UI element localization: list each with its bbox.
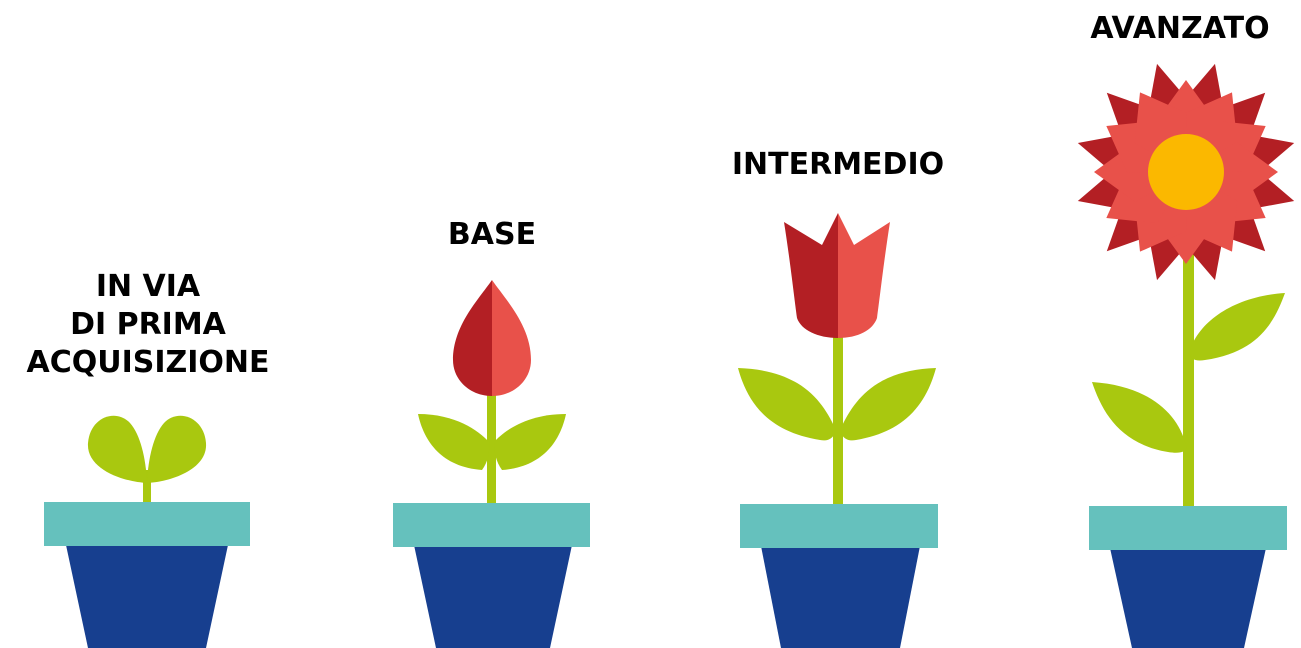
leaf-upper-right [1189, 293, 1285, 361]
leaf-left [418, 414, 490, 470]
pot-rim [740, 504, 938, 548]
label-line: AVANZATO [1090, 11, 1270, 46]
stem [143, 470, 151, 510]
stem [1183, 240, 1194, 508]
leaf-right [147, 415, 207, 483]
leaf-right [840, 368, 936, 441]
plant-stage-2 [393, 280, 590, 648]
pot-body [414, 545, 572, 648]
leaf-left [738, 368, 836, 441]
pot-rim [393, 503, 590, 547]
plant-stage-4 [1077, 63, 1295, 648]
pot-body [1110, 548, 1266, 648]
label-line: DI PRIMA [70, 307, 226, 342]
flower-center [1148, 134, 1224, 210]
pot-body [66, 545, 228, 648]
bud-petal-left [453, 280, 492, 396]
stem [833, 330, 843, 508]
pot-rim [44, 502, 250, 546]
label-line: ACQUISIZIONE [26, 345, 270, 380]
label-line: INTERMEDIO [731, 147, 945, 182]
bud-petal-right [492, 280, 531, 396]
label-line: BASE [447, 217, 537, 252]
plant-stage-1 [44, 415, 250, 648]
stem [487, 388, 496, 506]
label-base: BASE [448, 216, 536, 254]
label-line: IN VIA [95, 269, 201, 304]
label-avanzato: AVANZATO [1090, 10, 1269, 48]
pot-body [761, 546, 920, 648]
leaf-right [494, 414, 566, 470]
pot-rim [1089, 506, 1287, 550]
plant-stage-3 [738, 213, 938, 648]
label-intermedio: INTERMEDIO [732, 146, 944, 184]
leaf-lower-left [1092, 382, 1187, 453]
label-in-via-di-prima-acquisizione: IN VIA DI PRIMA ACQUISIZIONE [26, 268, 269, 382]
tulip-petal-left [784, 213, 838, 338]
tulip-petal-right [838, 213, 890, 338]
leaf-left [87, 415, 147, 483]
flower-head [1077, 63, 1295, 281]
